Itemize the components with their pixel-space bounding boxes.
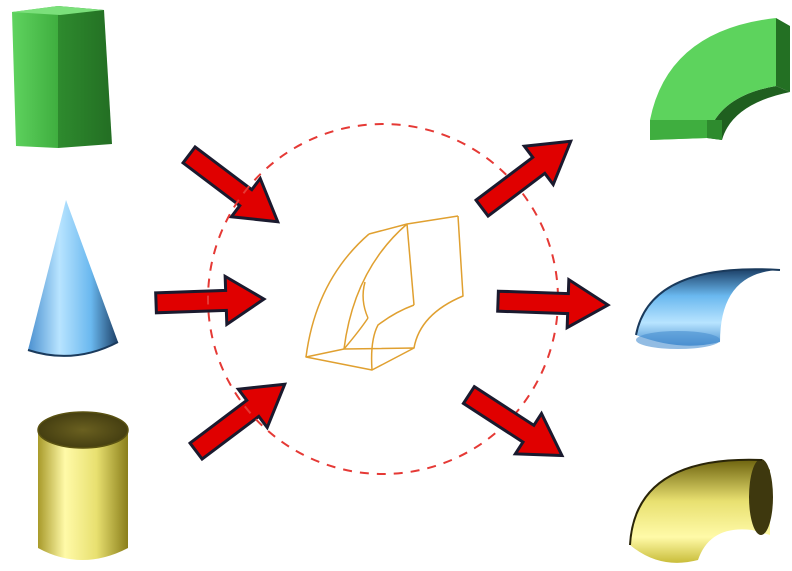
output-bent-box-shape (650, 18, 790, 140)
output-bent-cone-shape (636, 269, 780, 349)
arrow-out-bottom (456, 375, 575, 476)
input-cylinder-shape (38, 412, 128, 560)
arrow-out-top (468, 122, 586, 227)
input-box-shape (12, 6, 112, 148)
arrow-in-bottom (182, 365, 300, 470)
bend-wireframe-icon (306, 216, 463, 370)
arrow-out-middle (497, 277, 609, 329)
arrow-in-top (175, 136, 293, 241)
output-bent-cylinder-shape (630, 459, 773, 563)
input-cone-shape (28, 200, 118, 356)
